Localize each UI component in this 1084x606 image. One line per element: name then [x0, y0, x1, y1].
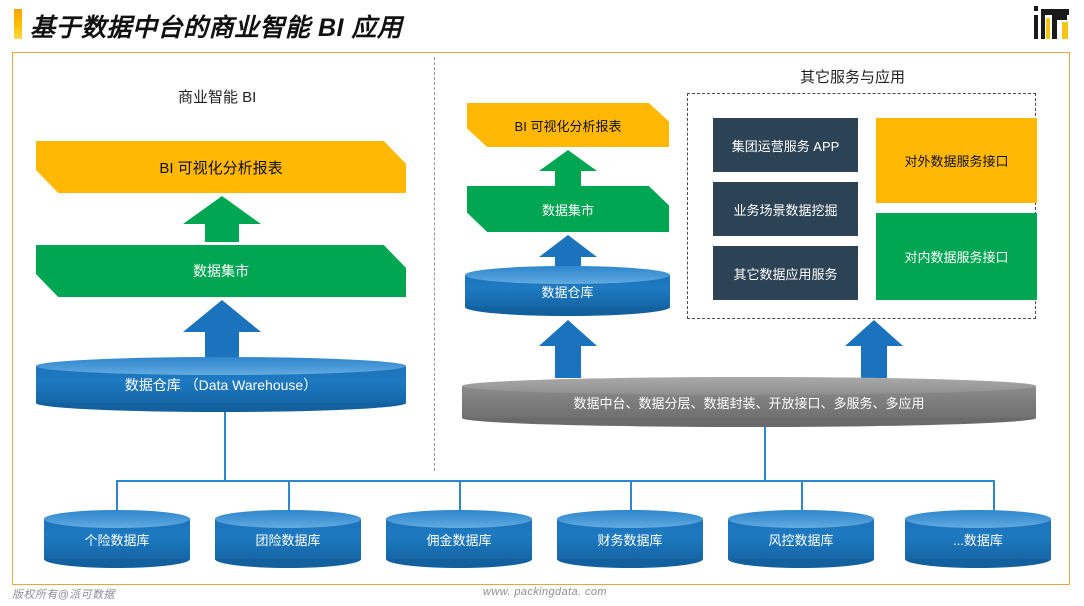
left-arrow-mart-to-report [183, 196, 261, 242]
title-accent-bar [14, 9, 22, 39]
mid-data-warehouse-cylinder[interactable]: 数据仓库 [465, 266, 670, 316]
cylinder-top [462, 377, 1036, 395]
mid-bi-report-label: BI 可视化分析报表 [514, 118, 622, 134]
cylinder-top [465, 266, 670, 284]
mid-arrow-warehouse-to-mart [539, 235, 597, 273]
cylinder-top [728, 510, 874, 528]
mid-data-mart-label: 数据集市 [541, 202, 594, 218]
database-cylinder-3[interactable]: 佣金数据库 [386, 510, 532, 568]
service-internal-api-label: 对内数据服务接口 [904, 250, 1009, 265]
connector-drop-1 [116, 480, 118, 512]
service-item-app-label: 集团运营服务 APP [731, 138, 840, 154]
left-data-mart-label: 数据集市 [193, 263, 249, 279]
connector-drop-6 [993, 480, 995, 512]
database-label-4: 财务数据库 [597, 532, 663, 548]
connector-drop-5 [801, 480, 803, 512]
mid-data-mart-banner[interactable]: 数据集市 [467, 186, 669, 232]
database-label-6: ...数据库 [953, 532, 1003, 548]
database-cylinder-5[interactable]: 风控数据库 [728, 510, 874, 568]
left-panel-title: 商业智能 BI [178, 89, 257, 106]
cylinder-top [557, 510, 703, 528]
mid-arrow-mart-to-report [539, 150, 597, 186]
panel-divider [434, 57, 435, 471]
left-arrow-warehouse-to-mart [183, 300, 261, 358]
database-label-3: 佣金数据库 [426, 532, 492, 548]
cylinder-top [44, 510, 190, 528]
cylinder-top [386, 510, 532, 528]
left-data-warehouse-label: 数据仓库 （Data Warehouse） [124, 376, 318, 393]
services-group-box [687, 93, 1036, 319]
service-internal-api[interactable]: 对内数据服务接口 [876, 213, 1037, 300]
mid-data-warehouse-label: 数据仓库 [541, 284, 594, 300]
page-title: 基于数据中台的商业智能 BI 应用 [30, 14, 403, 42]
service-external-api-label: 对外数据服务接口 [904, 154, 1009, 169]
content-frame [12, 52, 1070, 585]
company-logo-icon [1032, 4, 1072, 44]
connector-bus [116, 480, 994, 482]
left-data-mart-banner[interactable]: 数据集市 [36, 245, 406, 297]
left-data-warehouse-cylinder[interactable]: 数据仓库 （Data Warehouse） [36, 357, 406, 412]
connector-drop-2 [288, 480, 290, 512]
service-item-app[interactable]: 集团运营服务 APP [713, 118, 858, 172]
footer-url: www. packingdata. com [483, 586, 607, 598]
connector-drop-4 [630, 480, 632, 512]
data-platform-label: 数据中台、数据分层、数据封装、开放接口、多服务、多应用 [573, 395, 925, 411]
footer-copyright: 版权所有@派可数据 [12, 589, 115, 601]
connector-riser-left [224, 412, 226, 481]
service-item-other-label: 其它数据应用服务 [733, 266, 838, 282]
left-bi-report-banner[interactable]: BI 可视化分析报表 [36, 141, 406, 193]
database-cylinder-2[interactable]: 团险数据库 [215, 510, 361, 568]
service-item-mining[interactable]: 业务场景数据挖掘 [713, 182, 858, 236]
right-panel-title: 其它服务与应用 [800, 69, 906, 86]
cylinder-top [905, 510, 1051, 528]
mid-arrow-platform-to-services [845, 320, 903, 378]
left-bi-report-label: BI 可视化分析报表 [159, 159, 283, 177]
database-cylinder-6[interactable]: ...数据库 [905, 510, 1051, 568]
mid-bi-report-banner[interactable]: BI 可视化分析报表 [467, 103, 669, 147]
service-item-mining-label: 业务场景数据挖掘 [733, 202, 838, 218]
connector-riser-middle [764, 427, 766, 481]
database-label-5: 风控数据库 [768, 532, 834, 548]
service-external-api[interactable]: 对外数据服务接口 [876, 118, 1037, 203]
database-label-2: 团险数据库 [255, 532, 321, 548]
service-item-other[interactable]: 其它数据应用服务 [713, 246, 858, 300]
cylinder-top [36, 357, 406, 375]
cylinder-top [215, 510, 361, 528]
database-cylinder-1[interactable]: 个险数据库 [44, 510, 190, 568]
connector-drop-3 [459, 480, 461, 512]
database-cylinder-4[interactable]: 财务数据库 [557, 510, 703, 568]
data-platform-cylinder[interactable]: 数据中台、数据分层、数据封装、开放接口、多服务、多应用 [462, 377, 1036, 427]
database-label-1: 个险数据库 [84, 532, 150, 548]
mid-arrow-platform-to-warehouse [539, 320, 597, 378]
